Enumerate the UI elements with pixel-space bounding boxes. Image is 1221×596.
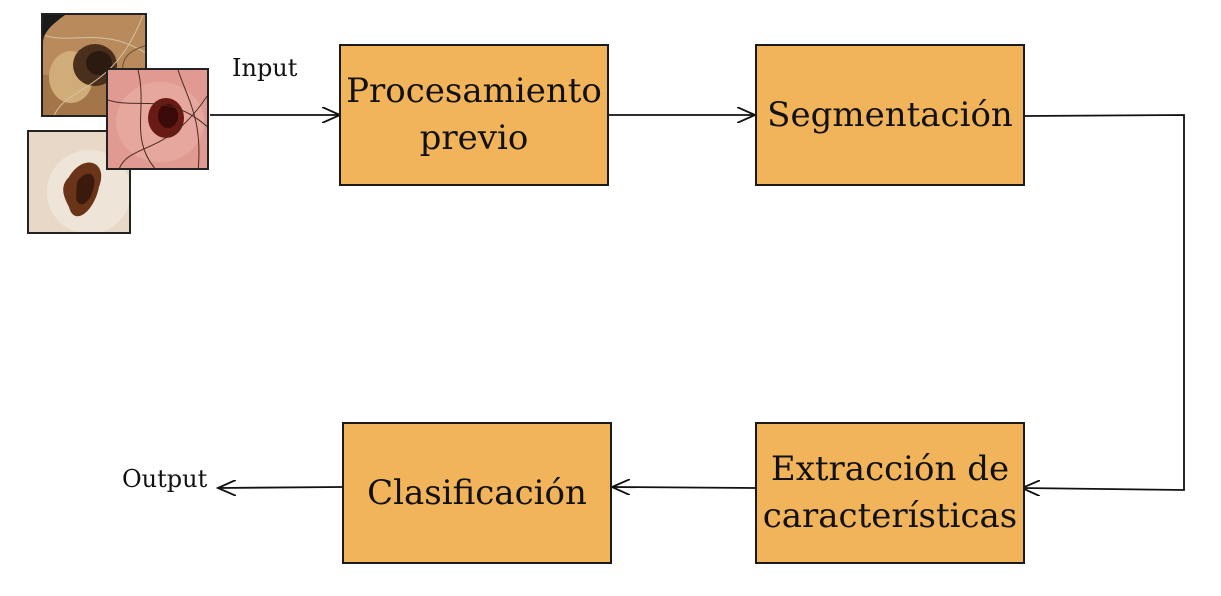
output-label: Output xyxy=(122,465,208,493)
feature-extraction-box: Extracción de características xyxy=(755,422,1025,564)
classification-box: Clasificación xyxy=(342,422,612,564)
segmentation-box: Segmentación xyxy=(755,44,1025,186)
classification-label: Clasificación xyxy=(367,472,587,513)
skin-lesion-image-1 xyxy=(41,13,147,117)
feature-extraction-label-line2: características xyxy=(762,496,1018,536)
skin-lesion-image-3 xyxy=(106,68,209,170)
preprocessing-label-line1: Procesamiento xyxy=(346,71,602,112)
feature-extraction-label-line1: Extracción de xyxy=(770,449,1010,490)
preprocessing-box: Procesamiento previo xyxy=(339,44,609,186)
arrow-segmentation-to-extraction xyxy=(1022,114,1185,490)
arrow-classification-to-output xyxy=(218,487,343,488)
input-label: Input xyxy=(232,54,298,82)
preprocessing-label-line2: previo xyxy=(419,118,529,158)
arrow-extraction-to-classification xyxy=(612,487,757,488)
segmentation-label: Segmentación xyxy=(767,94,1013,135)
